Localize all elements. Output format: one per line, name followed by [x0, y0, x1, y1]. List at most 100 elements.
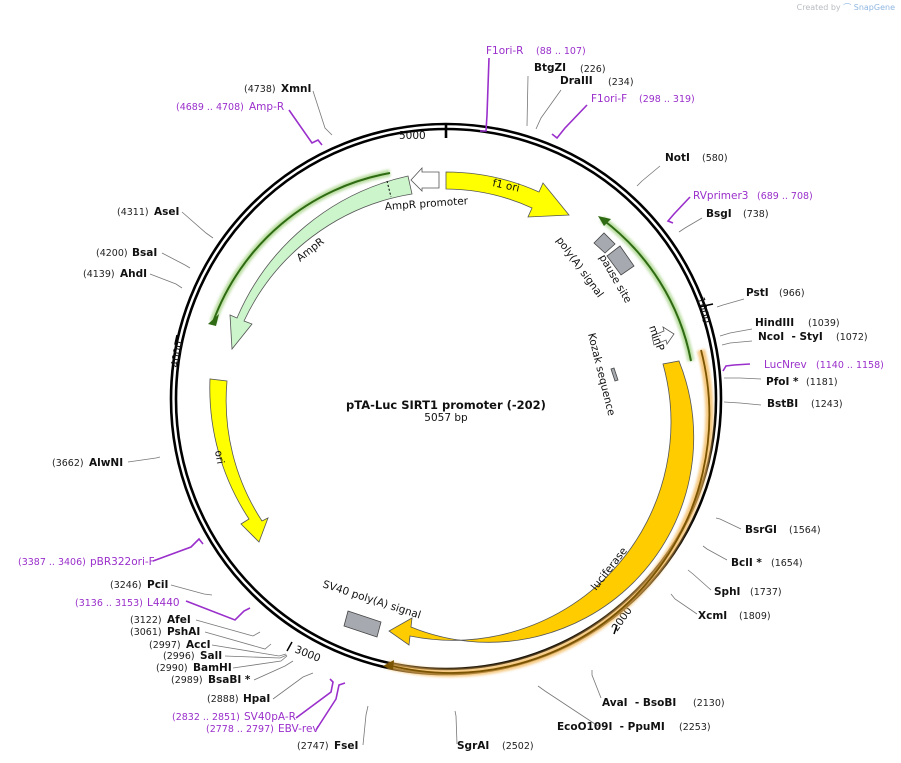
enzyme-name: NotI: [665, 152, 690, 164]
enzyme-pos: (3122): [130, 615, 162, 626]
primer-range: (1140 .. 1158): [816, 360, 884, 371]
enzyme-pos: (4139): [83, 269, 115, 280]
enzyme-pos: (1737): [750, 587, 782, 598]
enzyme-pos: (2253): [679, 722, 711, 733]
primer-name: L4440: [147, 597, 180, 609]
primer-name: RVprimer3: [693, 190, 749, 202]
primer-name: SV40pA-R: [244, 711, 296, 723]
tick-label-3000: 3000: [293, 644, 322, 665]
primer-name: Amp-R: [249, 101, 284, 113]
enzyme-name: BsaI: [132, 247, 157, 259]
enzyme-name: NcoI - StyI: [758, 331, 823, 343]
enzyme-pos: (3246): [110, 580, 142, 591]
enzyme-name: HindIII: [755, 317, 794, 329]
enzyme-pos: (2130): [693, 698, 725, 709]
feature-ampr-promoter: [410, 166, 440, 192]
enzyme-pos: (226): [580, 64, 606, 75]
feature-ampr: [229, 175, 413, 351]
enzyme-pos: (234): [608, 77, 634, 88]
feature-ori: [209, 378, 269, 543]
enzyme-name: BamHI: [193, 662, 232, 674]
orf-arrow-ampr: [208, 314, 219, 326]
tick-label-5000: 5000: [399, 130, 426, 142]
feature-sv40-polya-signal: [343, 610, 382, 638]
enzyme-pos: (1072): [836, 332, 868, 343]
enzyme-pos: (3061): [130, 627, 162, 638]
plasmid-name: pTA-Luc SIRT1 promoter (-202): [346, 398, 546, 412]
enzyme-pos: (1809): [739, 611, 771, 622]
enzyme-leader-lines: [127, 75, 762, 746]
enzyme-name: AseI: [154, 206, 179, 218]
enzyme-name: HpaI: [243, 693, 270, 705]
orf-highlight-luciferase-line: [387, 349, 711, 674]
enzyme-name: XcmI: [698, 610, 727, 622]
enzyme-pos: (738): [743, 209, 769, 220]
primer-range: (4689 .. 4708): [176, 102, 244, 113]
enzyme-name: BtgZI: [534, 62, 566, 74]
enzyme-pos: (3662): [52, 458, 84, 469]
tick-label-1000: 1000: [694, 296, 712, 325]
primer-name: EBV-rev: [278, 723, 319, 735]
plasmid-size: 5057 bp: [424, 412, 468, 424]
primer-range: (2778 .. 2797): [206, 724, 274, 735]
enzyme-name: PciI: [147, 579, 168, 591]
enzyme-pos: (2502): [502, 741, 534, 752]
enzyme-pos: (2888): [207, 694, 239, 705]
enzyme-pos: (1654): [771, 558, 803, 569]
enzyme-pos: (4311): [117, 207, 149, 218]
primer-range: (3387 .. 3406): [18, 557, 86, 568]
enzyme-name: BclI *: [731, 557, 762, 569]
enzyme-name: DraIII: [560, 75, 593, 87]
enzyme-pos: (2990): [156, 663, 188, 674]
scale-ticks: [174, 124, 714, 652]
orf-arrow-minp: [598, 216, 611, 226]
feature-f1-ori: [445, 171, 570, 218]
feature-polya-signal: [593, 232, 616, 254]
orf-arrow-luciferase: [383, 660, 394, 670]
enzyme-name: BsrGI: [745, 524, 777, 536]
credit-prefix: Created by: [796, 3, 841, 12]
enzyme-name: AlwNI: [89, 457, 123, 469]
primer-range: (2832 .. 2851): [172, 712, 240, 723]
enzyme-name: AvaI - BsoBI: [602, 697, 676, 709]
enzyme-pos: (966): [779, 288, 805, 299]
enzyme-pos: (1039): [808, 318, 840, 329]
feature-luciferase: [388, 360, 695, 646]
enzyme-pos: (2996): [163, 651, 195, 662]
enzyme-name: SphI: [714, 586, 740, 598]
enzyme-name: EcoO109I - PpuMI: [557, 721, 665, 733]
primer-range: (689 .. 708): [757, 191, 813, 202]
tick-label-4000: 4000: [169, 340, 185, 368]
enzyme-pos: (580): [702, 153, 728, 164]
enzyme-pos: (1564): [789, 525, 821, 536]
enzyme-name: PfoI *: [766, 376, 799, 388]
snapgene-icon: ⌒: [843, 3, 852, 12]
feature-label-ampr-promoter: AmpR promoter: [384, 195, 469, 213]
credit-brand: SnapGene: [853, 3, 895, 12]
enzyme-pos: (1243): [811, 399, 843, 410]
enzyme-name: XmnI: [281, 83, 311, 95]
enzyme-name: BsgI: [706, 208, 732, 220]
enzyme-name: BstBI: [767, 398, 798, 410]
primer-name: F1ori-R: [486, 45, 523, 57]
feature-minp: [651, 326, 675, 346]
primer-labels: F1ori-R (88 .. 107) F1ori-F (298 .. 319)…: [18, 45, 884, 735]
feature-label-ori: ori: [212, 449, 226, 465]
enzyme-name: PshAI: [167, 626, 200, 638]
enzyme-name: SalI: [200, 650, 222, 662]
enzyme-name: AhdI: [120, 268, 147, 280]
enzyme-name: BsaBI *: [208, 674, 251, 686]
feature-label-sv40-polya: SV40 poly(A) signal: [321, 578, 422, 621]
primer-range: (88 .. 107): [536, 46, 586, 57]
enzyme-name: AfeI: [167, 614, 191, 626]
primer-marks: [152, 57, 751, 731]
enzyme-name: PstI: [746, 287, 769, 299]
enzyme-labels: BtgZI (226) DraIII (234) NotI (580) BsgI…: [52, 62, 868, 752]
primer-name: F1ori-F: [591, 93, 627, 105]
orf-highlight-minp-line: [601, 218, 692, 362]
feature-pause-site: [606, 245, 635, 276]
enzyme-pos: (2997): [149, 640, 181, 651]
enzyme-pos: (2747): [297, 741, 329, 752]
feature-label-f1-ori: f1 ori: [491, 177, 520, 194]
